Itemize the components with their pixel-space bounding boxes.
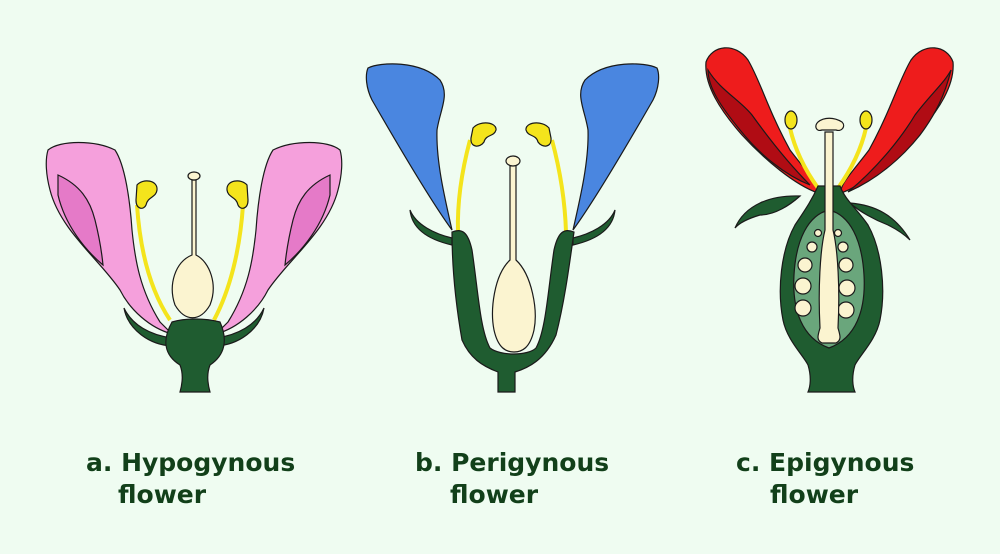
petal-right-shade xyxy=(847,69,952,193)
pistil xyxy=(171,179,214,319)
stigma xyxy=(815,117,845,131)
filament-right xyxy=(836,127,868,190)
filament-right xyxy=(212,204,245,321)
stigma xyxy=(505,155,521,167)
filament-left xyxy=(135,204,172,322)
label-hypogynous: a. Hypogynous flower xyxy=(86,447,295,511)
sepal-right xyxy=(848,202,911,241)
petal-left xyxy=(365,63,453,231)
anther-right xyxy=(525,122,552,147)
label-subtitle: flower xyxy=(770,480,859,509)
pistil xyxy=(491,164,536,353)
ovules xyxy=(794,228,856,319)
filament-left xyxy=(455,139,472,233)
stigma xyxy=(187,171,201,181)
petal-right-shade xyxy=(284,174,331,267)
filament-right xyxy=(550,139,568,233)
anther-left xyxy=(470,122,497,147)
filament-left xyxy=(788,127,820,190)
outer-receptacle-cup xyxy=(451,229,575,393)
anther-left xyxy=(784,110,798,130)
epigynous-flower-illustration xyxy=(705,47,954,393)
label-title: b. Perigynous xyxy=(415,448,610,477)
anther-left xyxy=(135,180,158,209)
label-perigynous: b. Perigynous flower xyxy=(415,447,609,511)
label-epigynous: c. Epigynous flower xyxy=(736,447,914,511)
petal-left-shade xyxy=(707,67,811,186)
anther-right xyxy=(859,110,873,130)
anther-right xyxy=(226,180,249,209)
petal-right xyxy=(572,63,660,231)
perigynous-flower-illustration xyxy=(365,63,660,393)
label-title: c. Epigynous xyxy=(736,448,915,477)
label-subtitle: flower xyxy=(118,480,207,509)
receptacle xyxy=(165,318,225,393)
petal-right xyxy=(213,141,343,336)
label-title: a. Hypogynous xyxy=(86,448,296,477)
label-subtitle: flower xyxy=(450,480,539,509)
petal-left-shade xyxy=(57,174,104,267)
hypogynous-flower-illustration xyxy=(45,141,343,393)
style xyxy=(817,131,841,344)
petal-left xyxy=(705,47,819,194)
sepal-left xyxy=(734,195,802,229)
petal-left xyxy=(45,141,175,336)
petal-right xyxy=(840,47,954,194)
